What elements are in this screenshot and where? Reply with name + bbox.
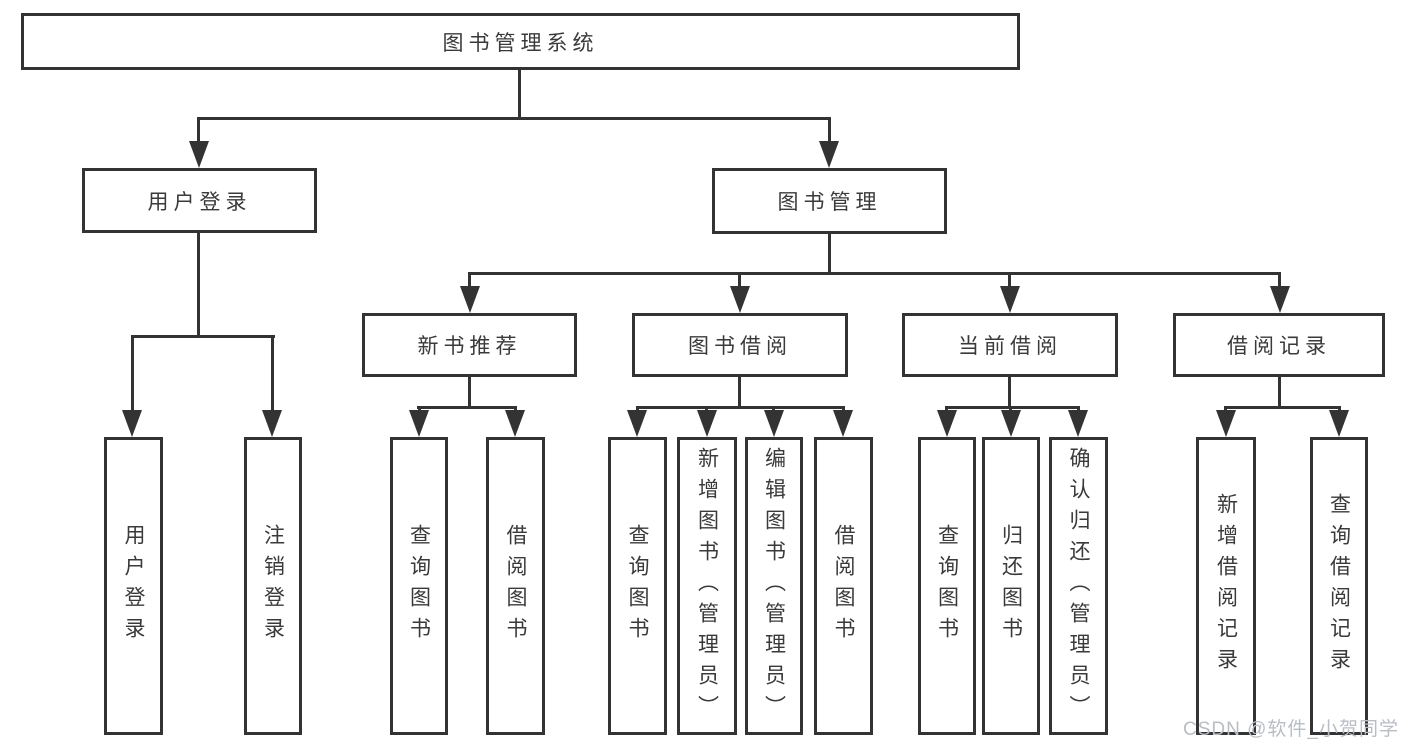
node-label: 借阅图书 bbox=[832, 524, 855, 648]
arrow-down-icon bbox=[937, 410, 957, 437]
connector-line bbox=[131, 335, 134, 415]
node-label: 归还图书 bbox=[999, 524, 1023, 648]
connector-line bbox=[518, 70, 521, 117]
arrow-down-icon bbox=[1068, 410, 1088, 437]
arrow-down-icon bbox=[460, 286, 480, 313]
arrow-down-icon bbox=[1270, 286, 1290, 313]
node-label: 新增借阅记录 bbox=[1214, 493, 1238, 679]
node-label: 图书借阅 bbox=[688, 335, 792, 358]
leaf-user-login: 用户登录 bbox=[104, 437, 163, 735]
leaf-query-borrow-record: 查询借阅记录 bbox=[1310, 437, 1368, 735]
node-label: 当前借阅 bbox=[958, 335, 1062, 358]
leaf-borrow-book-recommend: 借阅图书 bbox=[486, 437, 545, 735]
connector-line bbox=[1224, 406, 1340, 409]
node-current-borrowing: 当前借阅 bbox=[902, 313, 1118, 377]
arrow-down-icon bbox=[189, 141, 209, 168]
connector-line bbox=[636, 406, 844, 409]
node-label: 查询图书 bbox=[935, 524, 959, 648]
connector-line bbox=[828, 117, 831, 147]
node-borrowing-records: 借阅记录 bbox=[1173, 313, 1385, 377]
node-label: 查询借阅记录 bbox=[1327, 493, 1351, 679]
node-label: 新增图书（管理员） bbox=[695, 446, 719, 726]
arrow-down-icon bbox=[122, 410, 142, 437]
node-label: 图书管理 bbox=[777, 191, 882, 214]
connector-line bbox=[738, 272, 741, 290]
node-label: 借阅记录 bbox=[1227, 335, 1331, 358]
node-book-borrowing: 图书借阅 bbox=[632, 313, 848, 377]
arrow-down-icon bbox=[262, 410, 282, 437]
connector-line bbox=[197, 117, 200, 147]
arrow-down-icon bbox=[627, 410, 647, 437]
csdn-watermark: CSDN @软件_小贺同学 bbox=[1183, 719, 1399, 740]
arrow-down-icon bbox=[409, 410, 429, 437]
connector-line bbox=[1008, 272, 1011, 290]
connector-line bbox=[945, 406, 1079, 409]
node-label: 用户登录 bbox=[147, 190, 252, 214]
arrow-down-icon bbox=[764, 410, 784, 437]
arrow-down-icon bbox=[730, 286, 750, 313]
leaf-logout: 注销登录 bbox=[244, 437, 302, 735]
node-label: 新书推荐 bbox=[417, 335, 522, 358]
node-label: 借阅图书 bbox=[504, 524, 527, 648]
node-label: 图书管理系统 bbox=[442, 31, 599, 55]
node-label: 编辑图书（管理员） bbox=[762, 446, 786, 726]
leaf-query-book-recommend: 查询图书 bbox=[390, 437, 448, 735]
leaf-add-borrow-record: 新增借阅记录 bbox=[1196, 437, 1256, 735]
arrow-down-icon bbox=[1000, 286, 1020, 313]
leaf-return-book: 归还图书 bbox=[982, 437, 1040, 735]
connector-line bbox=[1278, 377, 1281, 406]
node-book-management: 图书管理 bbox=[712, 168, 947, 234]
arrow-down-icon bbox=[505, 410, 525, 437]
arrow-down-icon bbox=[1001, 410, 1021, 437]
connector-line bbox=[468, 377, 471, 406]
node-label: 查询图书 bbox=[407, 524, 431, 648]
leaf-edit-book-admin: 编辑图书（管理员） bbox=[745, 437, 803, 735]
connector-line bbox=[1008, 377, 1011, 406]
connector-line bbox=[417, 406, 517, 409]
node-user-login: 用户登录 bbox=[82, 168, 317, 233]
node-library-management-system: 图书管理系统 bbox=[21, 13, 1020, 70]
connector-line bbox=[828, 234, 831, 272]
arrow-down-icon bbox=[833, 410, 853, 437]
node-label: 注销登录 bbox=[261, 524, 285, 648]
leaf-confirm-return-admin: 确认归还（管理员） bbox=[1049, 437, 1108, 735]
connector-line bbox=[271, 335, 274, 415]
connector-line bbox=[738, 377, 741, 406]
leaf-query-book-current: 查询图书 bbox=[918, 437, 976, 735]
arrow-down-icon bbox=[1216, 410, 1236, 437]
connector-line bbox=[131, 335, 275, 338]
leaf-query-book-borrowing: 查询图书 bbox=[608, 437, 667, 735]
connector-line bbox=[197, 233, 200, 335]
arrow-down-icon bbox=[1329, 410, 1349, 437]
connector-line bbox=[1278, 272, 1281, 290]
arrow-down-icon bbox=[819, 141, 839, 168]
node-label: 确认归还（管理员） bbox=[1067, 446, 1090, 726]
leaf-add-book-admin: 新增图书（管理员） bbox=[677, 437, 737, 735]
connector-line bbox=[468, 272, 1281, 275]
node-label: 查询图书 bbox=[626, 524, 649, 648]
node-label: 用户登录 bbox=[122, 524, 145, 648]
arrow-down-icon bbox=[697, 410, 717, 437]
connector-line bbox=[197, 117, 831, 120]
node-new-book-recommend: 新书推荐 bbox=[362, 313, 577, 377]
connector-line bbox=[468, 272, 471, 290]
leaf-borrow-book: 借阅图书 bbox=[814, 437, 873, 735]
